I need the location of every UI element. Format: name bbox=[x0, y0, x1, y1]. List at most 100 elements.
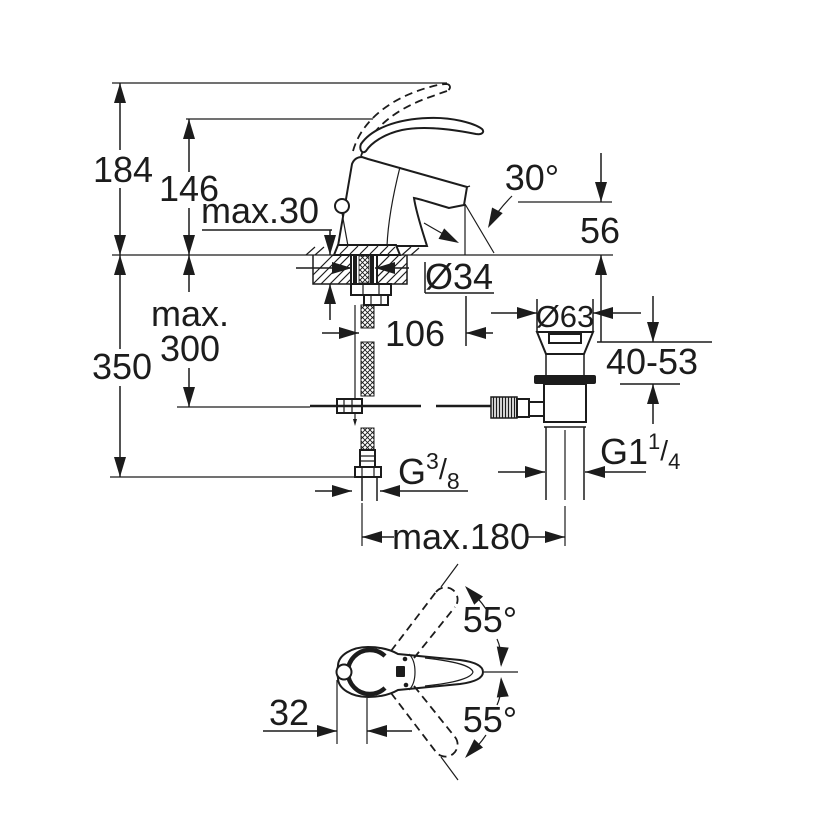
dim-waste-thread: G11/4 bbox=[498, 429, 680, 478]
outlet-height-label: 56 bbox=[580, 210, 620, 251]
dim-max180-arrow-left bbox=[362, 531, 382, 543]
handle-plan-outline bbox=[336, 645, 485, 699]
rod-waste-connector bbox=[528, 401, 545, 417]
dim-g38-arrow-right bbox=[380, 485, 400, 497]
dim-max300-arrow-top bbox=[183, 255, 195, 275]
dim-dia63-arrow-left bbox=[517, 307, 537, 319]
spout-angle-label: 30° bbox=[505, 157, 559, 198]
height-to-lever-label: 146 bbox=[159, 168, 219, 209]
dim-waste-flange-diameter: Ø63 bbox=[491, 299, 641, 334]
dim-32-extension-lines bbox=[336, 680, 368, 744]
dim-outlet-height: 56 bbox=[580, 153, 620, 342]
dim-waste-deck-range: 40-53 bbox=[597, 296, 712, 424]
dim-32-arrow-left bbox=[317, 725, 337, 737]
handle-swivel-dashed bbox=[390, 563, 518, 781]
flow-arrowhead bbox=[438, 228, 462, 249]
arc-lower-arrow-top bbox=[495, 676, 509, 698]
body-crease-line bbox=[386, 166, 471, 247]
swing-lower-label: 55° bbox=[463, 699, 517, 740]
waste-thread-label: G11/4 bbox=[600, 429, 680, 474]
handle-dashed-up bbox=[390, 586, 459, 659]
dim-106-arrow-right bbox=[466, 327, 486, 339]
rod-knob-cap bbox=[516, 398, 530, 418]
spout-projection-label: 106 bbox=[385, 313, 445, 354]
hose-end-fitting-lines bbox=[360, 455, 375, 462]
dim-spout-angle: 30° bbox=[464, 157, 559, 255]
shank-thread-right bbox=[370, 256, 374, 283]
supply-nut bbox=[354, 466, 382, 478]
under-deck-assembly bbox=[310, 254, 491, 546]
waste-flange-diameter-label: Ø63 bbox=[536, 299, 595, 334]
waste-thread-slash: / bbox=[660, 435, 668, 466]
dim-146-arrow-top bbox=[183, 119, 195, 139]
dim-dia63-lines bbox=[491, 299, 641, 331]
pullrod-knob bbox=[334, 198, 350, 214]
dim-max180-arrow-right bbox=[545, 531, 565, 543]
supply-pipe bbox=[361, 477, 378, 501]
hose-segment-1 bbox=[360, 304, 375, 329]
supply-thread-label: G3/8 bbox=[398, 448, 460, 494]
supply-thread-denominator: 8 bbox=[447, 468, 460, 494]
pullrod-knob-plan bbox=[335, 663, 353, 681]
dim-184-arrow-bottom bbox=[114, 235, 126, 255]
dim-g38-arrow-left bbox=[332, 485, 352, 497]
waste-thread-denominator: 4 bbox=[668, 449, 680, 474]
waste-thread-numerator: 1 bbox=[648, 429, 660, 454]
waste-gasket bbox=[534, 375, 596, 384]
dim-4053-arrow-bottom bbox=[647, 384, 659, 404]
pullrod-stem bbox=[341, 212, 349, 247]
dim-height-to-lever: 146 bbox=[159, 119, 219, 255]
dim-56-arrow-top bbox=[595, 182, 607, 202]
swivel-extension-lines bbox=[440, 563, 518, 781]
lock-nut bbox=[363, 294, 389, 306]
faucet-body-side bbox=[305, 83, 485, 256]
dim-height-overall: 184 bbox=[93, 83, 153, 255]
dim-center-distance: max.180 bbox=[362, 516, 565, 557]
dim-swing-lower: 55° bbox=[460, 676, 517, 763]
waste-thread-g1: G1 bbox=[600, 431, 648, 472]
waste-tailpipe bbox=[545, 427, 585, 500]
below-deck-depth-label: 350 bbox=[92, 346, 152, 387]
waste-body bbox=[543, 383, 587, 423]
rod-length-label-line1: max. bbox=[151, 293, 229, 334]
handle-inner-line bbox=[408, 653, 474, 691]
dim-rod-length: max. 300 bbox=[151, 255, 229, 407]
handle-offset-label: 32 bbox=[269, 692, 309, 733]
dim-max300-arrow-bottom bbox=[183, 387, 195, 407]
waste-plug-top bbox=[548, 333, 582, 344]
angle-leader-arrowhead bbox=[482, 207, 503, 231]
deck-thickness-label: max.30 bbox=[201, 190, 319, 231]
hole-diameter-label: Ø34 bbox=[425, 256, 493, 297]
lever-raised-dashed bbox=[352, 83, 451, 157]
rod-knurled-knob bbox=[490, 396, 518, 419]
dim-32-arrow-right bbox=[367, 725, 387, 737]
dim-56-arrow-bottom bbox=[595, 255, 607, 275]
hose-end-fitting bbox=[359, 449, 376, 468]
pull-rod-tip bbox=[353, 419, 357, 426]
height-overall-label: 184 bbox=[93, 149, 153, 190]
hose-segment-2 bbox=[360, 341, 375, 397]
dim-hole-diameter: Ø34 bbox=[296, 256, 494, 297]
handle-dot-lower bbox=[403, 682, 409, 688]
dim-swing-upper: 55° bbox=[460, 581, 517, 668]
side-elevation-view: 30° bbox=[92, 82, 712, 557]
dim-g114-arrow-left bbox=[525, 466, 545, 478]
waste-neck bbox=[545, 354, 585, 375]
waste-deck-range-label: 40-53 bbox=[606, 341, 698, 382]
dim-184-arrow-top bbox=[114, 83, 126, 103]
mounting-nut-facets bbox=[362, 284, 380, 295]
dim-spout-projection: 106 bbox=[322, 296, 493, 354]
dim-max30-arrow-bottom bbox=[324, 284, 336, 304]
supply-thread-numerator: 3 bbox=[426, 448, 439, 474]
dim-146-arrow-bottom bbox=[183, 235, 195, 255]
dim-supply-thread: G3/8 bbox=[315, 448, 468, 497]
shank-thread-left bbox=[353, 256, 357, 283]
handle-dot-upper bbox=[402, 656, 408, 662]
dim-106-arrow-left bbox=[339, 327, 359, 339]
dim-below-deck-depth: 350 bbox=[92, 255, 152, 477]
dim-4053-arrow-top bbox=[647, 322, 659, 342]
rod-length-label-line2: 300 bbox=[160, 328, 220, 369]
arc-upper-arrow-bottom bbox=[495, 646, 509, 668]
